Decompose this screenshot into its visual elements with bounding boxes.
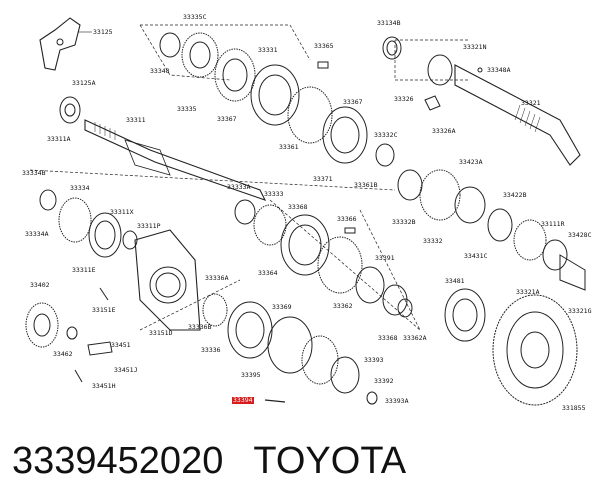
part-label: 33361 bbox=[279, 143, 299, 151]
part-label: 33336B bbox=[188, 323, 212, 331]
part-label: 33335C bbox=[183, 13, 207, 21]
part-label: 33423A bbox=[459, 158, 483, 166]
part-label: 33367 bbox=[217, 115, 237, 123]
part-label: 33367 bbox=[343, 98, 363, 106]
part-label: 33331 bbox=[258, 46, 278, 54]
part-label: 33336 bbox=[201, 346, 221, 354]
part-label: 33335 bbox=[177, 105, 197, 113]
part-label: 33321A bbox=[516, 288, 540, 296]
part-label: 33451H bbox=[92, 382, 116, 390]
part-label: 33321N bbox=[463, 43, 487, 51]
part-label: 33333 bbox=[264, 190, 284, 198]
part-label: 33334 bbox=[70, 184, 90, 192]
part-label: 33311X bbox=[110, 208, 134, 216]
part-label: 33321 bbox=[521, 99, 541, 107]
part-label: 33333A bbox=[227, 183, 251, 191]
part-label: 33336A bbox=[205, 274, 229, 282]
highlighted-part-label[interactable]: 33394 bbox=[232, 396, 254, 404]
part-label: 33462 bbox=[53, 350, 73, 358]
part-label: 33369 bbox=[272, 303, 292, 311]
part-label: 33366 bbox=[337, 215, 357, 223]
part-label: 33326A bbox=[432, 127, 456, 135]
part-label: 33311E bbox=[72, 266, 96, 274]
part-label: 33151D bbox=[149, 329, 173, 337]
part-label: 33348A bbox=[487, 66, 511, 74]
caption: 3339452020 TOYOTA bbox=[12, 438, 406, 484]
part-label: 33431C bbox=[464, 252, 488, 260]
part-label: 33361B bbox=[354, 181, 378, 189]
diagram-ref-code: 331855 bbox=[562, 404, 586, 412]
part-label: 33134B bbox=[377, 19, 401, 27]
part-label: 33362 bbox=[333, 302, 353, 310]
part-label: 33332 bbox=[423, 237, 443, 245]
part-label: 33481 bbox=[445, 277, 465, 285]
parts-diagram: 33125 33125A 33335C 33348 33331 33335 33… bbox=[22, 13, 592, 412]
part-label: 33125 bbox=[93, 28, 113, 36]
part-label: 33332B bbox=[392, 218, 416, 226]
part-label: 33393 bbox=[364, 356, 384, 364]
part-label: 33368 bbox=[378, 334, 398, 342]
part-label: 33365 bbox=[314, 42, 334, 50]
part-label: 33364 bbox=[258, 269, 278, 277]
part-label: 33451 bbox=[111, 341, 131, 349]
part-label: 33125A bbox=[72, 79, 96, 87]
part-label: 33393A bbox=[385, 397, 409, 405]
part-label: 33326 bbox=[394, 95, 414, 103]
part-label: 33392 bbox=[374, 377, 394, 385]
part-label: 33311P bbox=[137, 222, 161, 230]
exploded-view-drawing bbox=[25, 17, 586, 406]
part-label: 33368 bbox=[288, 203, 308, 211]
part-label: 33348 bbox=[150, 67, 170, 75]
part-label: 33422B bbox=[503, 191, 527, 199]
part-label: 33111R bbox=[541, 220, 565, 228]
part-label: 33371 bbox=[313, 175, 333, 183]
part-label: 33334B bbox=[22, 169, 46, 177]
part-label: 33428C bbox=[568, 231, 592, 239]
brand-name: TOYOTA bbox=[253, 439, 407, 482]
part-number: 3339452020 bbox=[12, 439, 224, 482]
part-label: 33395 bbox=[241, 371, 261, 379]
part-label: 33391 bbox=[375, 254, 395, 262]
part-label: 33334A bbox=[25, 230, 49, 238]
part-label: 33402 bbox=[30, 281, 50, 289]
part-label: 33332C bbox=[374, 131, 398, 139]
part-label: 33451J bbox=[114, 366, 138, 374]
part-label: 33321G bbox=[568, 307, 592, 315]
part-label: 33311 bbox=[126, 116, 146, 124]
part-label: 33362A bbox=[403, 334, 427, 342]
part-label: 33151E bbox=[92, 306, 116, 314]
part-label: 33311A bbox=[47, 135, 71, 143]
